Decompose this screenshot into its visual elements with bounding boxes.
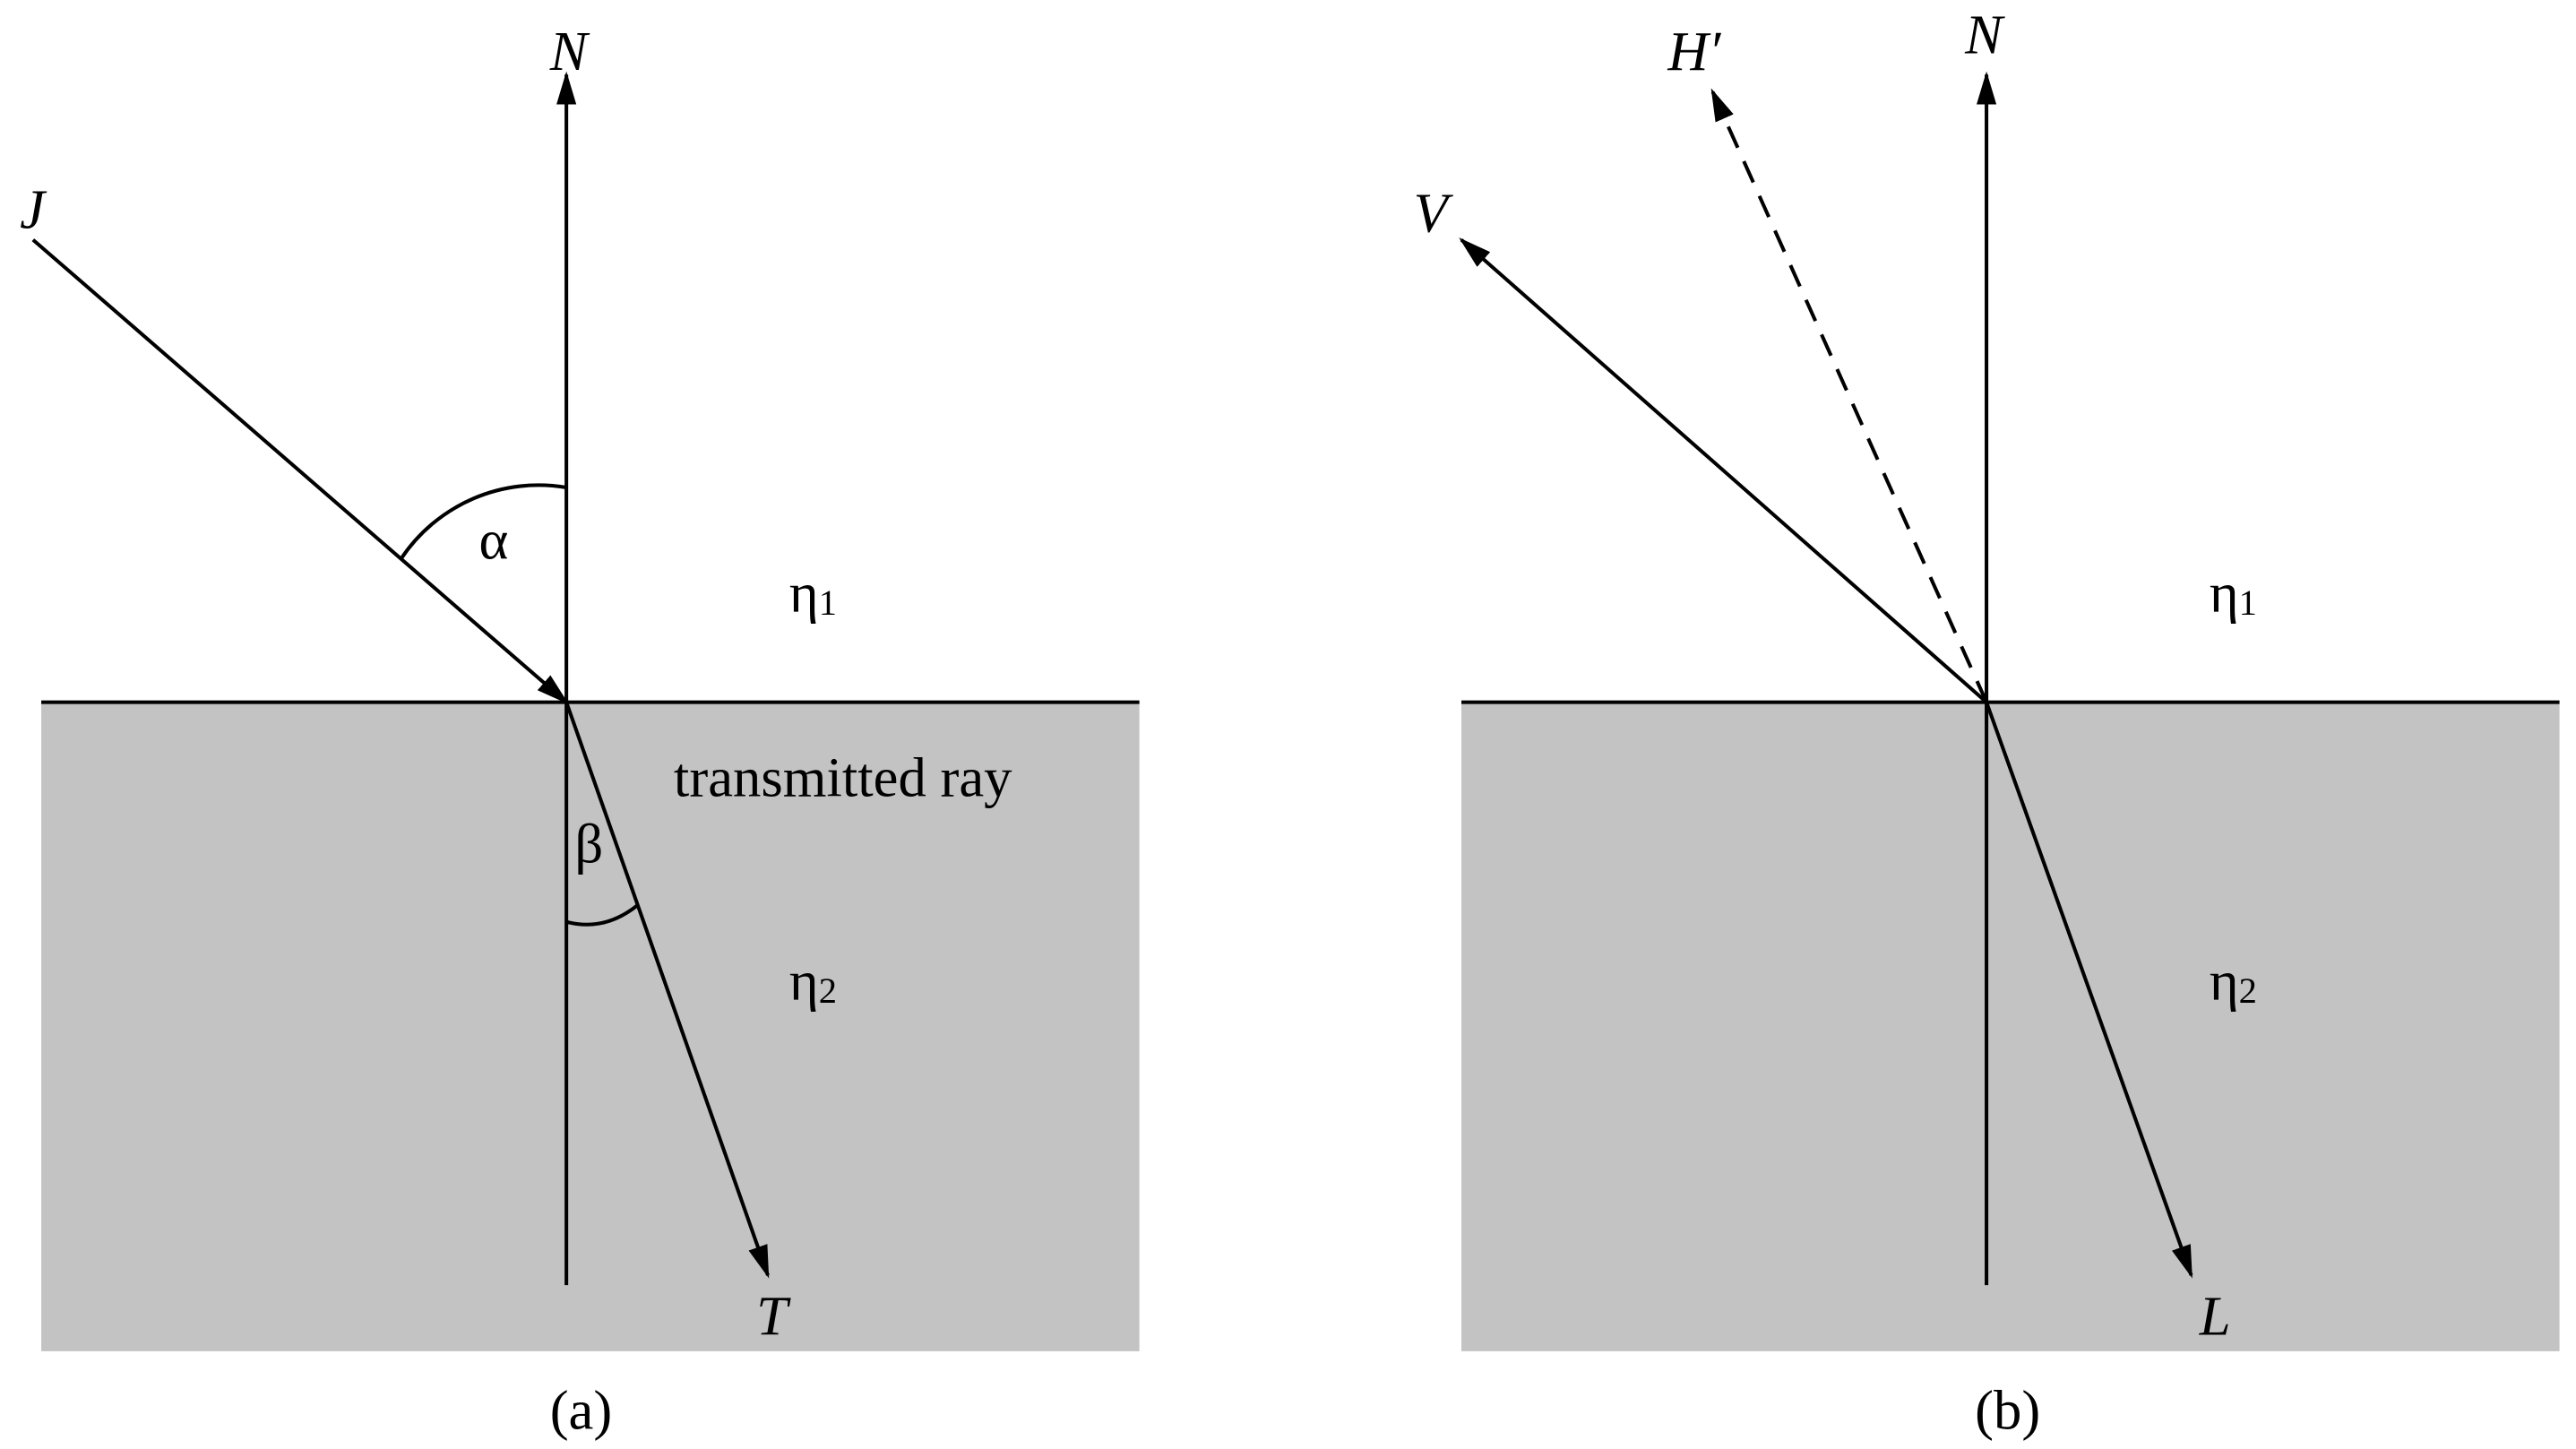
- view-vector-arrow: [1459, 237, 1988, 704]
- eta1-label: η1: [2210, 561, 2257, 624]
- incident-label: J: [20, 178, 47, 241]
- panel-a: N J T α β transmitted ray η1 η2 (a): [20, 20, 1140, 1442]
- half-vector-label: H′: [1667, 20, 1721, 82]
- caption-b: (b): [1975, 1379, 2040, 1442]
- normal-label: N: [1964, 3, 2005, 65]
- transmitted-label: T: [756, 1284, 791, 1347]
- light-vector-arrow: [1985, 701, 2193, 1279]
- beta-angle-arc: [565, 903, 639, 927]
- medium-2-region: [1461, 702, 2560, 1351]
- alpha-label: α: [478, 508, 508, 571]
- transmitted-ray-annotation: transmitted ray: [674, 746, 1012, 809]
- half-vector-arrow: [1710, 88, 1988, 703]
- normal-label: N: [549, 20, 590, 82]
- incident-ray-arrow: [31, 238, 569, 705]
- transmitted-ray-arrow: [564, 701, 770, 1279]
- beta-label: β: [574, 812, 603, 875]
- eta2-label: η2: [2210, 949, 2257, 1012]
- alpha-angle-arc: [400, 483, 567, 560]
- light-label: L: [2199, 1284, 2231, 1347]
- medium-2-region: [41, 702, 1140, 1351]
- eta2-label: η2: [789, 949, 837, 1012]
- eta1-label: η1: [789, 561, 837, 624]
- panel-b: N H′ V L η1 η2 (b): [1414, 3, 2560, 1442]
- caption-a: (a): [550, 1379, 613, 1442]
- view-label: V: [1414, 181, 1454, 244]
